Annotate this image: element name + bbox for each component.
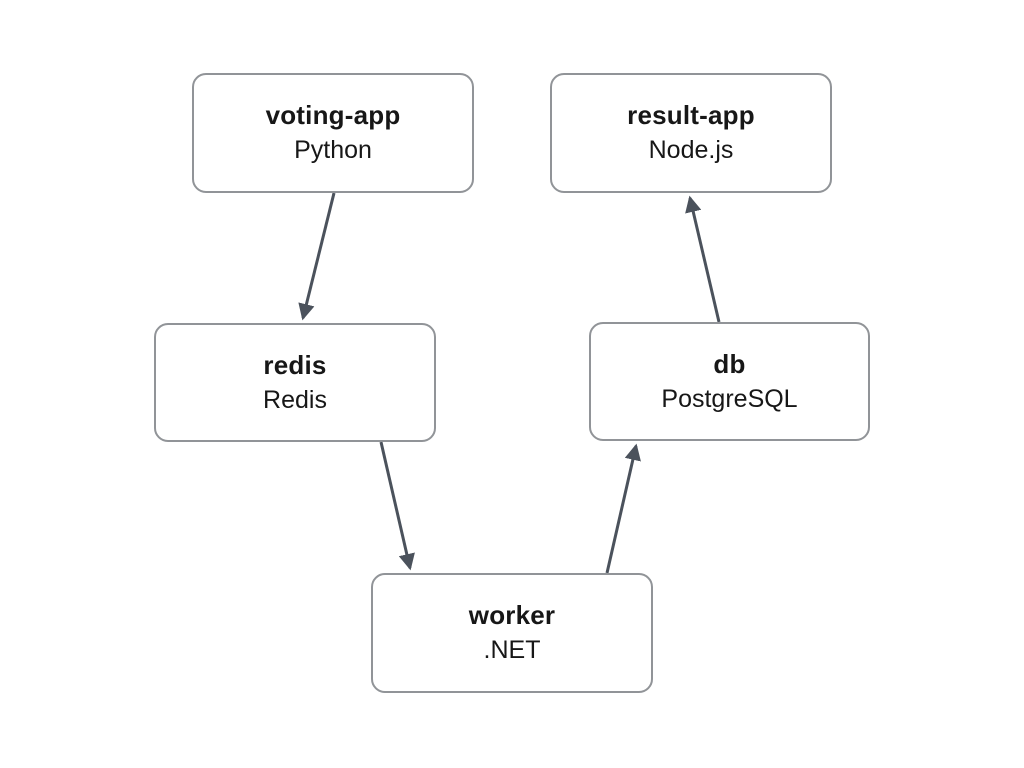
node-worker: worker .NET [371,573,653,693]
node-worker-title: worker [468,600,556,630]
node-voting-app: voting-app Python [192,73,474,193]
node-db: db PostgreSQL [589,322,870,441]
node-result-app: result-app Node.js [550,73,832,193]
edge-worker-to-db [605,443,641,574]
node-db-title: db [713,348,746,379]
node-redis: redis Redis [154,323,436,442]
edge-voting-app-to-redis [298,192,336,321]
node-redis-subtitle: Redis [263,385,327,414]
edge-redis-to-worker [379,441,415,571]
node-result-app-title: result-app [627,100,755,130]
edge-db-to-result-app [685,195,721,323]
node-voting-app-title: voting-app [265,100,401,130]
node-redis-title: redis [263,349,327,380]
node-result-app-subtitle: Node.js [648,136,734,164]
node-db-subtitle: PostgreSQL [661,384,798,413]
node-worker-subtitle: .NET [483,636,541,664]
node-voting-app-subtitle: Python [294,136,372,164]
